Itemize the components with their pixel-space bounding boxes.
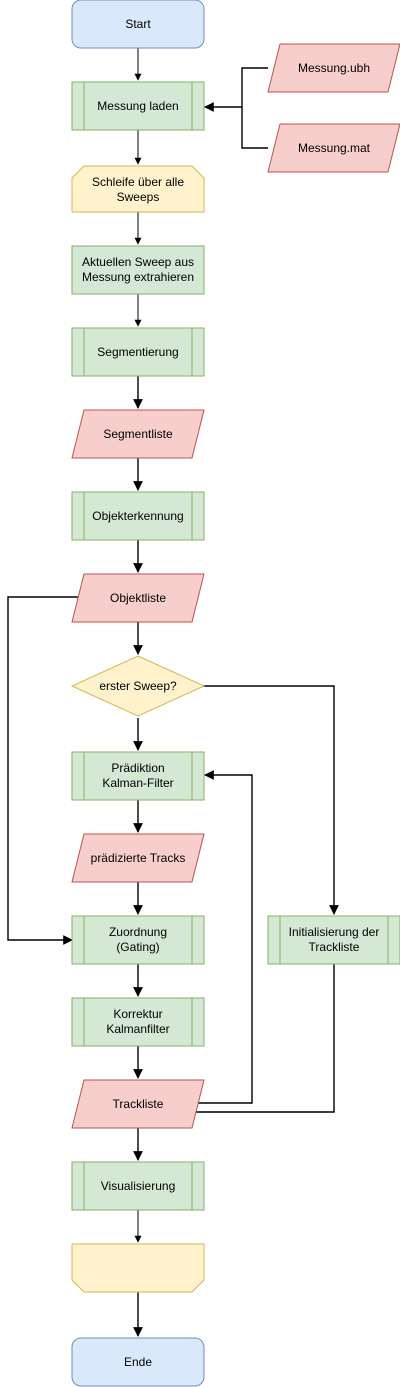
node-start[interactable]: Start — [71, 0, 205, 49]
process-shape — [71, 751, 205, 801]
node-decision-label: erster Sweep? — [99, 679, 177, 693]
node-extrahieren-label-1: Aktuellen Sweep aus — [82, 255, 194, 269]
node-praediktion[interactable]: Prädiktion Kalman-Filter — [71, 751, 205, 801]
node-segmentierung-label: Segmentierung — [97, 345, 178, 359]
node-ende-label: Ende — [124, 1355, 152, 1369]
edge-initialisierung-trackliste — [185, 964, 335, 1117]
node-trackliste-label: Trackliste — [113, 1097, 164, 1111]
edge-decision-initialisierung — [202, 685, 339, 915]
loop-limit-end-shape — [71, 1243, 205, 1293]
node-segmentierung[interactable]: Segmentierung — [71, 327, 205, 377]
edge-files-bracket — [241, 67, 268, 149]
node-praedizierte-tracks-label: prädizierte Tracks — [91, 851, 186, 865]
node-messung-laden[interactable]: Messung laden — [71, 81, 205, 131]
process-shape — [71, 915, 205, 965]
node-zuordnung[interactable]: Zuordnung (Gating) — [71, 915, 205, 965]
node-start-label: Start — [125, 17, 151, 31]
node-korrektur-label-2: Kalmanfilter — [106, 1022, 169, 1036]
node-messung-ubh[interactable]: Messung.ubh — [267, 43, 400, 93]
edge-trackliste-praediktion — [186, 770, 253, 1104]
node-korrektur-label-1: Korrektur — [113, 1007, 162, 1021]
edges — [7, 48, 339, 1337]
process-shape — [71, 81, 205, 131]
node-loop-start-label-1: Schleife über alle — [92, 175, 184, 189]
io-shape — [71, 573, 205, 623]
decision-shape — [70, 655, 206, 717]
node-objektliste[interactable]: Objektliste — [71, 573, 205, 623]
io-shape — [71, 833, 205, 883]
node-praediktion-label-2: Kalman-Filter — [102, 776, 173, 790]
io-shape — [267, 123, 400, 173]
node-praediktion-label-1: Prädiktion — [111, 761, 164, 775]
loop-limit-shape — [71, 165, 205, 213]
process-shape — [71, 1161, 205, 1211]
node-extrahieren-label-2: Messung extrahieren — [82, 270, 194, 284]
node-initialisierung-label-2: Trackliste — [309, 940, 360, 954]
node-initialisierung-label-1: Initialisierung der — [289, 925, 380, 939]
io-shape — [267, 43, 400, 93]
node-korrektur[interactable]: Korrektur Kalmanfilter — [71, 997, 205, 1047]
node-decision-erster-sweep[interactable]: erster Sweep? — [70, 655, 206, 717]
process-shape — [71, 245, 205, 295]
node-objektliste-label: Objektliste — [110, 591, 166, 605]
node-messung-mat-label: Messung.mat — [298, 141, 371, 155]
node-messung-ubh-label: Messung.ubh — [298, 61, 370, 75]
node-ende[interactable]: Ende — [71, 1337, 205, 1387]
node-loop-end[interactable] — [71, 1243, 205, 1293]
node-loop-start-label-2: Sweeps — [117, 190, 160, 204]
node-loop-start[interactable]: Schleife über alle Sweeps — [71, 165, 205, 213]
terminal-shape — [71, 1337, 205, 1387]
process-shape — [71, 327, 205, 377]
terminal-shape — [71, 0, 205, 49]
node-visualisierung-label: Visualisierung — [101, 1179, 176, 1193]
process-shape — [71, 997, 205, 1047]
node-segmentliste[interactable]: Segmentliste — [71, 409, 205, 459]
node-objekterkennung[interactable]: Objekterkennung — [71, 491, 205, 541]
node-extrahieren[interactable]: Aktuellen Sweep aus Messung extrahieren — [71, 245, 205, 295]
node-visualisierung[interactable]: Visualisierung — [71, 1161, 205, 1211]
node-zuordnung-label-2: (Gating) — [116, 940, 159, 954]
process-shape — [71, 491, 205, 541]
node-trackliste[interactable]: Trackliste — [71, 1079, 205, 1129]
process-shape — [267, 915, 400, 965]
node-praedizierte-tracks[interactable]: prädizierte Tracks — [71, 833, 205, 883]
edge-objektliste-zuordnung — [7, 596, 84, 945]
node-initialisierung[interactable]: Initialisierung der Trackliste — [267, 915, 400, 965]
node-zuordnung-label-1: Zuordnung — [109, 925, 167, 939]
node-messung-mat[interactable]: Messung.mat — [267, 123, 400, 173]
node-objekterkennung-label: Objekterkennung — [92, 509, 183, 523]
io-shape — [71, 409, 205, 459]
node-segmentliste-label: Segmentliste — [103, 427, 173, 441]
io-shape — [71, 1079, 205, 1129]
node-messung-laden-label: Messung laden — [97, 99, 178, 113]
